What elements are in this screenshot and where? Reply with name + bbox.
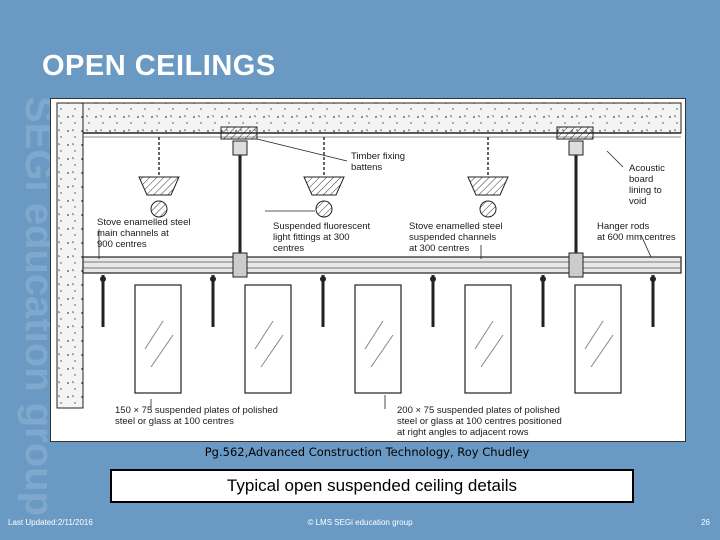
plate-rod-4 <box>430 275 436 327</box>
label-plates150-2: steel or glass at 100 centres <box>115 416 234 427</box>
label-plates200-3: at right angles to adjacent rows <box>397 427 529 438</box>
label-plates200-1: 200 × 75 suspended plates of polished <box>397 405 560 416</box>
caption-box: Typical open suspended ceiling details <box>110 469 634 503</box>
timber-batten-right <box>556 126 594 140</box>
label-acoustic-4: void <box>629 196 646 207</box>
timber-batten-left <box>220 126 258 140</box>
glass-plate-5 <box>574 284 622 394</box>
plate-rod-1 <box>100 275 106 327</box>
glass-plate-1 <box>134 284 182 394</box>
label-stove-main-1: Stove enamelled steel <box>97 217 190 228</box>
plate-rod-3 <box>320 275 326 327</box>
light-fitting-lamp-2 <box>315 200 333 218</box>
light-fitting-3 <box>467 137 509 196</box>
light-fitting-1 <box>138 137 180 196</box>
label-fluorescent-1: Suspended fluorescent <box>273 221 371 232</box>
footer-copyright: © LMS SEGi education group <box>307 518 413 527</box>
label-plates200-2: steel or glass at 100 centres positioned <box>397 416 562 427</box>
label-fluorescent-2: light fittings at 300 <box>273 232 350 243</box>
label-timber-fixing-2: battens <box>351 162 382 173</box>
glass-plate-3 <box>354 284 402 394</box>
label-hanger-2: at 600 mm centres <box>597 232 676 243</box>
glass-plate-4 <box>464 284 512 394</box>
label-stove-susp-2: suspended channels <box>409 232 496 243</box>
ceiling-section-drawing: Timber fixing battens Acoustic board lin… <box>56 102 682 438</box>
light-fitting-2 <box>303 137 345 196</box>
label-hanger-1: Hanger rods <box>597 221 650 232</box>
plate-rod-5 <box>540 275 546 327</box>
plate-rod-2 <box>210 275 216 327</box>
label-stove-susp-3: at 300 centres <box>409 243 469 254</box>
light-fitting-lamp-3 <box>479 200 497 218</box>
label-plates150-1: 150 × 75 suspended plates of polished <box>115 405 278 416</box>
main-channel <box>82 256 682 274</box>
label-acoustic-1: Acoustic <box>629 163 665 174</box>
figure-caption: Typical open suspended ceiling details <box>226 476 518 495</box>
figure-citation: Pg.562,Advanced Construction Technology,… <box>204 445 530 459</box>
light-fitting-lamp-1 <box>150 200 168 218</box>
concrete-wall <box>56 102 84 409</box>
label-stove-main-2: main channels at <box>97 228 169 239</box>
slide-title: OPEN CEILINGS <box>42 50 276 82</box>
label-timber-fixing-1: Timber fixing <box>351 151 405 162</box>
plate-rod-6 <box>650 275 656 327</box>
slide-page-number: 26 <box>701 518 710 527</box>
label-acoustic-2: board <box>629 174 653 185</box>
glass-plate-2 <box>244 284 292 394</box>
ceiling-detail-figure: Timber fixing battens Acoustic board lin… <box>50 98 686 442</box>
label-acoustic-3: lining to <box>629 185 662 196</box>
footer-last-updated: Last Updated:2/11/2016 <box>8 518 93 527</box>
label-stove-susp-1: Stove enamelled steel <box>409 221 502 232</box>
label-stove-main-3: 900 centres <box>97 239 147 250</box>
label-fluorescent-3: centres <box>273 243 304 254</box>
